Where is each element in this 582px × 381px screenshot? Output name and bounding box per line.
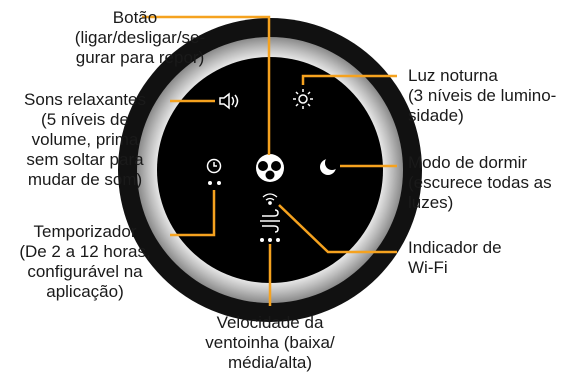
speaker-icon[interactable] (219, 92, 239, 110)
leader-line-button (142, 15, 271, 155)
callout-wifi-line-1: Indicador de (408, 238, 502, 257)
callout-sounds-line-4: sem soltar para (26, 150, 144, 169)
callout-sounds-line-3: volume, prima (31, 130, 139, 149)
callout-wifi-line-2: Wi-Fi (408, 258, 448, 277)
callout-sleep-mode: Modo de dormir (escurece todas as luzes) (408, 153, 552, 213)
callout-relaxing-sounds: Sons relaxantes (5 níveis de volume, pri… (2, 90, 168, 190)
leader-line-timer (170, 190, 216, 237)
leader-line-night-light (301, 74, 397, 85)
callout-timer-line-4: aplicação) (46, 282, 124, 301)
callout-night-line-3: sidade) (408, 106, 464, 125)
callout-sounds-line-5: mudar de som) (27, 170, 143, 189)
callout-fan-line-1: Velocidade da (216, 313, 324, 332)
callout-night-line-2: (3 níveis de lumino- (408, 86, 557, 105)
callout-night-line-1: Luz noturna (408, 66, 498, 85)
callout-timer-line-3: configurável na (27, 262, 143, 281)
callout-wifi-indicator: Indicador de Wi-Fi (408, 238, 502, 278)
callout-sleep-line-2: (escurece todas as (408, 173, 552, 192)
power-logo-icon[interactable] (256, 154, 284, 182)
timer-level-dots (208, 181, 221, 185)
callout-button-line-2: (ligar/desligar/se- (74, 28, 206, 47)
sun-icon[interactable] (293, 89, 313, 109)
callout-fan-line-2: ventoinha (baixa/ (205, 333, 335, 352)
moon-icon[interactable] (320, 156, 339, 175)
clock-icon[interactable] (206, 158, 222, 174)
wind-icon[interactable] (260, 209, 280, 233)
callout-timer: Temporizador (De 2 a 12 horas, configurá… (2, 222, 168, 302)
callout-timer-line-1: Temporizador (33, 222, 137, 241)
callout-sleep-line-1: Modo de dormir (408, 153, 528, 172)
callout-night-light: Luz noturna (3 níveis de lumino- sidade) (408, 66, 556, 126)
callout-sounds-line-1: Sons relaxantes (24, 90, 146, 109)
callout-sounds-line-2: (5 níveis de (41, 110, 129, 129)
callout-button-line-3: gurar para repor) (75, 48, 205, 67)
callout-timer-line-2: (De 2 a 12 horas, (19, 242, 151, 261)
callout-button-line-1: Botão (112, 8, 158, 27)
dots-icon (260, 238, 280, 242)
callout-button: Botão (ligar/desligar/se- gurar para rep… (40, 8, 240, 68)
callout-fan-line-3: média/alta) (227, 353, 313, 372)
wifi-icon (262, 193, 278, 205)
callout-fan-speed: Velocidade da ventoinha (baixa/ média/al… (190, 313, 350, 373)
callout-sleep-line-3: luzes) (408, 193, 454, 212)
leader-line-wifi (278, 204, 397, 254)
